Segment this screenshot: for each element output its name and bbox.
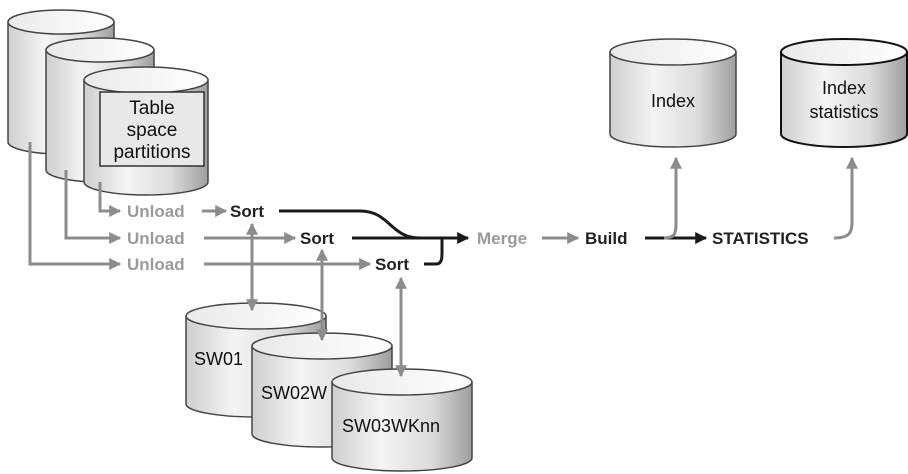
index-statistics-label-line-1: Index (822, 78, 866, 98)
index-cylinder (609, 38, 737, 148)
partition-2-to-unload-arrow (64, 170, 122, 244)
statistics-label: STATISTICS (712, 229, 809, 248)
sort-3-to-merge-line (424, 238, 444, 266)
partition-1-to-unload-arrow (28, 142, 122, 270)
unload-label-1: Unload (127, 202, 185, 221)
statistics-to-index-statistics-arrow (833, 156, 858, 240)
sort-label-1: Sort (230, 202, 264, 221)
table-space-label-box (99, 91, 205, 167)
table-space-label-line-3: partitions (113, 142, 190, 163)
table-space-label-line-1: Table (129, 98, 174, 119)
unload-label-3: Unload (127, 255, 185, 274)
index-statistics-cylinder (780, 38, 908, 148)
sort-label-3: Sort (375, 255, 409, 274)
work-file-cylinder-3 (331, 368, 473, 472)
partition-3-to-unload-arrow (98, 182, 122, 217)
table-space-label-line-2: space (127, 120, 178, 141)
work-file-label-1: SW01 (194, 349, 243, 369)
work-file-label-3: SW03WKnn (342, 416, 440, 436)
partition-cylinder-3 (83, 66, 209, 196)
merge-label: Merge (477, 229, 527, 248)
work-file-label-2: SW02W (261, 383, 327, 403)
sort-label-2: Sort (300, 229, 334, 248)
unload-label-2: Unload (127, 229, 185, 248)
build-label: Build (585, 229, 628, 248)
index-statistics-label-line-2: statistics (809, 102, 878, 122)
build-to-index-arrow (663, 156, 682, 240)
index-label: Index (651, 91, 695, 111)
